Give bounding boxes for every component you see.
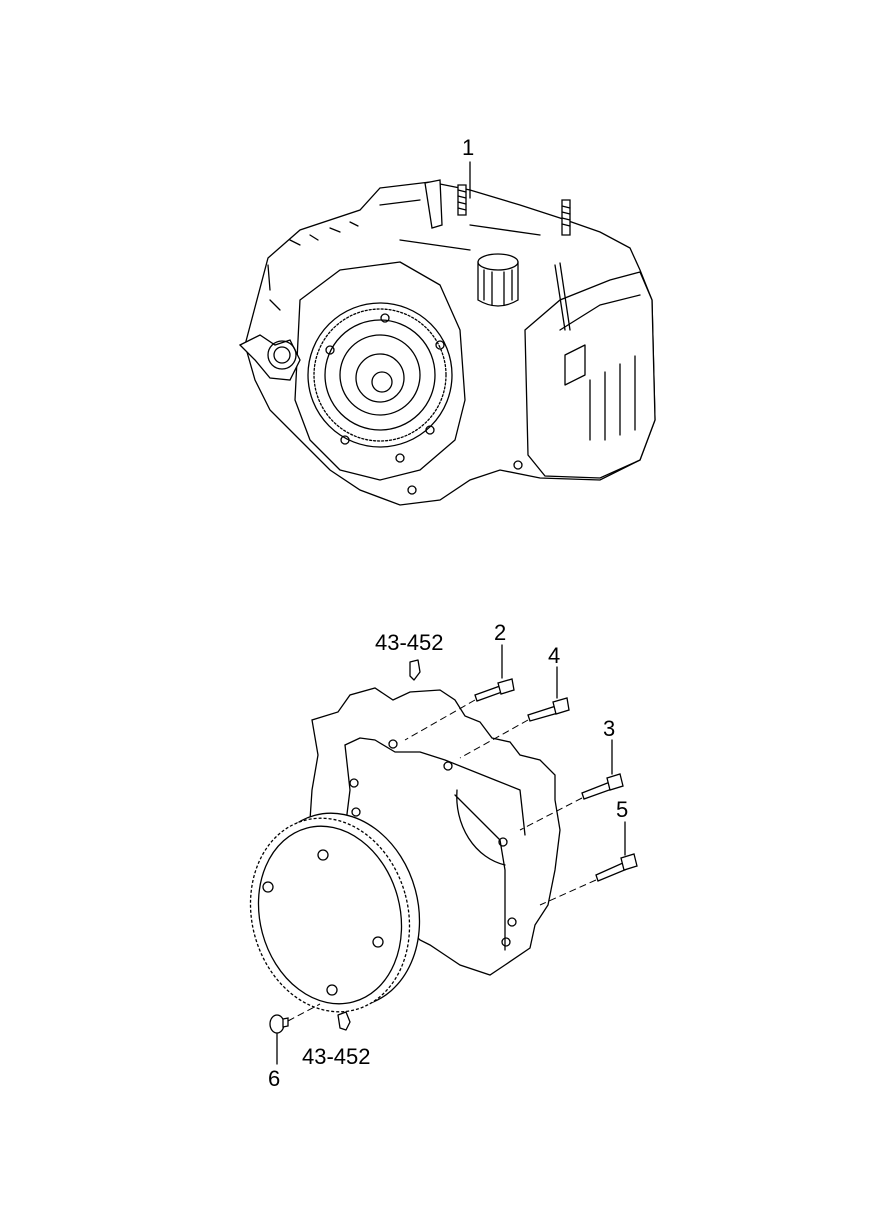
transaxle-assembly [238, 179, 656, 506]
callout-2: 2 [494, 620, 506, 645]
callout-6: 6 [268, 1066, 280, 1091]
bolt-3 [519, 739, 624, 831]
bolt-6 [269, 1003, 321, 1065]
drive-plate-ring-gear [249, 812, 421, 1013]
sealant-mark-top [409, 659, 421, 681]
callout-4: 4 [548, 643, 560, 668]
sealant-mark-bottom [337, 1011, 351, 1031]
bolt-4 [459, 666, 570, 759]
callout-1: 1 [462, 135, 474, 160]
callout-ref-bottom: 43-452 [302, 1044, 371, 1069]
bolt-2 [404, 644, 515, 741]
callout-3: 3 [603, 716, 615, 741]
callout-5: 5 [616, 797, 628, 822]
callout-ref-top: 43-452 [375, 630, 444, 655]
bolt-5 [539, 821, 638, 906]
